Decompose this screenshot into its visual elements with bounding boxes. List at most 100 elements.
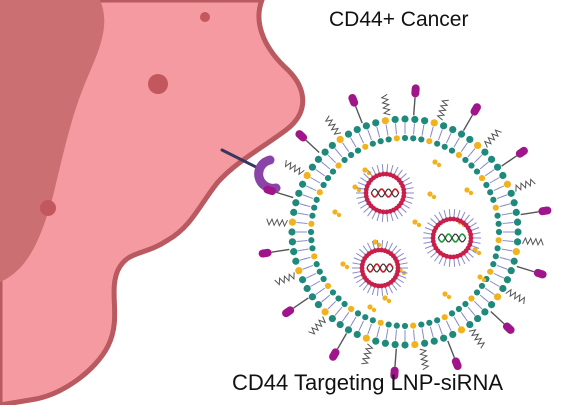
cargo-head: [468, 232, 474, 237]
targeting-ligand: [258, 248, 272, 258]
lipid-head: [492, 253, 499, 260]
lipid-head: [492, 204, 499, 211]
lipid-tail: [502, 222, 509, 224]
lipid-head: [347, 151, 355, 159]
peg-linker: [336, 332, 348, 350]
nucleus: [0, 0, 105, 282]
lipid-tail: [302, 248, 309, 251]
lipid-head: [308, 237, 315, 244]
peg-strand: [505, 288, 526, 305]
cargo-head: [447, 216, 453, 222]
lipid-tail: [310, 272, 317, 277]
lipid-tail: [502, 240, 509, 242]
lipid-head: [473, 168, 481, 175]
lipid-tail: [344, 146, 350, 153]
targeting-ligand: [295, 130, 308, 142]
lipid-tail: [496, 195, 503, 199]
lipid-head: [303, 284, 311, 293]
lipid-head: [311, 204, 318, 211]
lipid-tail: [331, 158, 337, 164]
targeting-ligand: [451, 357, 462, 371]
helper-lipid: [416, 222, 422, 228]
lipid-tail: [377, 131, 381, 138]
lipid-tail: [301, 222, 308, 224]
lipid-tail: [445, 137, 450, 144]
lipid-head: [490, 261, 497, 268]
lipid-tail: [484, 171, 491, 177]
ligand-head: [348, 93, 359, 107]
peg-strand: [361, 343, 374, 365]
peg-strand: [522, 236, 544, 247]
lipid-head: [369, 317, 376, 324]
lipid-tail: [314, 280, 321, 285]
lipid-tail: [421, 129, 424, 136]
lipid-head: [341, 156, 348, 164]
lipid-tail: [307, 265, 314, 269]
lipid-tail: [445, 320, 450, 327]
lipid-head: [493, 163, 502, 171]
helper-lipid: [481, 277, 487, 283]
lipid-head: [430, 337, 438, 345]
lipid-head: [418, 136, 425, 143]
lipid-tail: [367, 129, 371, 136]
lipid-tail: [310, 187, 317, 192]
peg-linker: [447, 340, 456, 358]
lipid-tail: [467, 306, 473, 312]
helper-lipid: [431, 194, 437, 200]
lipid-head: [468, 162, 475, 169]
lipid-head: [320, 275, 327, 283]
lipid-head: [507, 189, 515, 197]
lipid-head: [372, 337, 380, 345]
lipid-tail: [337, 152, 343, 158]
lipid-tail: [331, 300, 337, 306]
lipid-head: [353, 330, 361, 339]
helper-lipid: [476, 250, 482, 256]
lipid-head: [362, 122, 370, 130]
lipid-head: [303, 171, 311, 180]
lipid-tail: [337, 306, 343, 312]
cargo-head: [401, 190, 407, 196]
lipid-head: [314, 155, 323, 163]
helper-lipid: [340, 261, 346, 267]
lipid-head: [372, 119, 380, 127]
helper-lipid: [386, 298, 392, 304]
lipid-head: [314, 301, 323, 309]
ligand-head: [411, 84, 420, 98]
ligand-head: [295, 130, 308, 142]
peg-linker: [490, 311, 505, 325]
lipid-head: [449, 330, 457, 339]
lipid-head: [391, 340, 399, 349]
targeting-ligand: [470, 103, 481, 116]
peg-strand: [308, 316, 327, 335]
helper-lipid: [344, 264, 350, 270]
peg-strand: [515, 178, 536, 192]
lipid-tail: [304, 204, 311, 208]
lipid-head: [503, 180, 512, 188]
lipid-head: [313, 196, 320, 203]
lipid-head: [410, 322, 417, 329]
lipid-head: [316, 189, 323, 196]
lipid-tail: [413, 128, 415, 135]
lipid-tail: [314, 179, 321, 184]
lipid-head: [311, 253, 318, 260]
targeting-ligand: [390, 366, 399, 380]
helper-lipid: [367, 304, 373, 310]
helper-lipid: [356, 187, 362, 193]
lipid-head: [354, 147, 362, 154]
lipid-tail: [484, 287, 491, 293]
ligand-head: [538, 206, 552, 216]
lipid-head: [328, 141, 336, 150]
lipid-tail: [438, 134, 442, 141]
lipid-tail: [352, 141, 357, 148]
peg-linker: [501, 155, 517, 167]
lipid-head: [474, 141, 482, 150]
lipid-tail: [377, 326, 381, 333]
ligand-head: [502, 322, 515, 334]
lipid-tail: [499, 204, 506, 208]
lipid-tail: [421, 328, 424, 335]
sirna-strand: [366, 263, 394, 273]
peg-strand: [483, 129, 502, 148]
helper-lipid: [442, 291, 448, 297]
lipid-tail: [302, 213, 309, 216]
helper-lipid: [366, 170, 372, 176]
